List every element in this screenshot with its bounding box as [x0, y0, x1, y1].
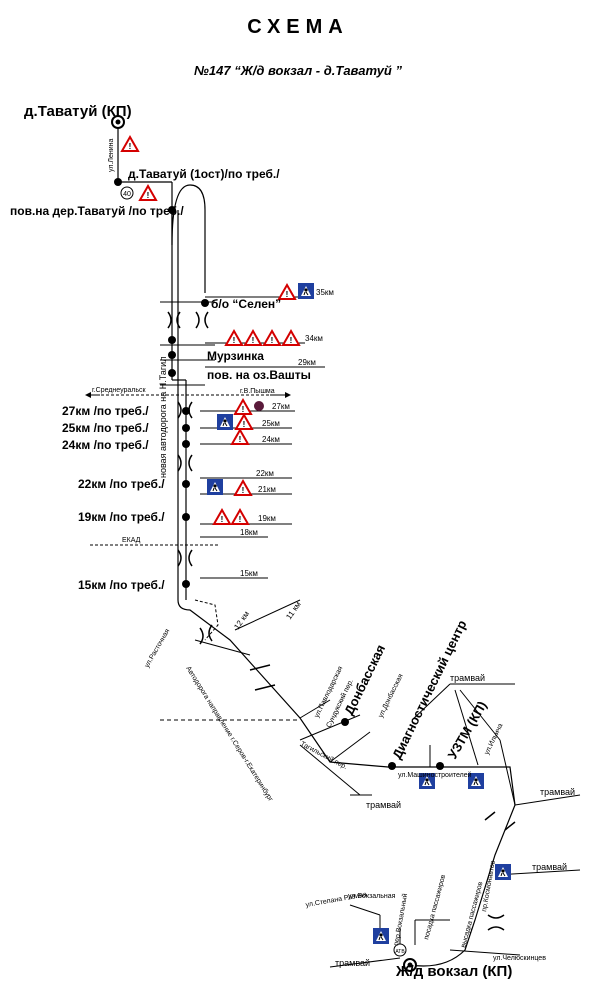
warning-signs	[121, 136, 300, 525]
tram-label-4: трамвай	[532, 862, 567, 872]
street-mashinostr: ул.Машиностроителей	[398, 771, 472, 779]
street-per-vokzalny: пер.Вокзальный	[392, 893, 409, 947]
overpass-marks	[167, 311, 516, 931]
km-mark-34: 34км	[305, 334, 323, 343]
alighting-label: высадка пассажиров	[460, 881, 484, 949]
km-mark-18: 18км	[240, 528, 258, 537]
km-mark-27: 27км	[272, 402, 290, 411]
km-mark-29: 29км	[298, 358, 316, 367]
stop-label-9: 22км /по треб./	[78, 477, 165, 491]
km-mark-21: 21км	[258, 485, 276, 494]
street-chelyusk: ул.Челюскинцев	[493, 955, 546, 962]
street-vokzalnaya: ул.Вокзальная	[348, 893, 396, 900]
route-name: №147 “Ж/д вокзал - д.Таватуй ”	[194, 63, 402, 78]
stop-label-3: б/о “Селен”	[211, 297, 281, 311]
street-highway: новая автодорога на Н.Тагил	[158, 357, 168, 478]
street-serov: Автодорога направление г.Серов-г.Екатери…	[184, 665, 275, 803]
km-mark-35: 35км	[316, 288, 334, 297]
street-ekad: ЕКАД	[122, 537, 141, 544]
terminal-start-label: д.Таватуй (КП)	[24, 103, 132, 120]
stop-label-8: 24км /по треб./	[62, 438, 149, 452]
street-tagil-per: Тагильский пер.	[299, 740, 349, 771]
route-line	[117, 122, 516, 967]
stop-label-4: Мурзинка	[207, 349, 264, 363]
km-mark-25: 25км	[262, 419, 280, 428]
stop-label-1: д.Таватуй (1ост)/по треб./	[128, 167, 280, 181]
stop-label-5: пов. на оз.Вашты	[207, 368, 311, 382]
stop-label-6: 27км /по треб./	[62, 404, 149, 418]
tram-label-5: трамвай	[335, 958, 370, 968]
stop-label-10: 19км /по треб./	[78, 510, 165, 524]
street-ilicha: ул.Ильича	[484, 723, 505, 756]
street-rastochnaya: ул.Расточная	[144, 628, 172, 669]
stop-label-7: 25км /по треб./	[62, 421, 149, 435]
speed-limit-sign: 40	[123, 191, 131, 198]
pedestrian-crossing-signs	[206, 282, 512, 945]
terminal-end-label: Ж/д вокзал (КП)	[395, 963, 512, 980]
bus-station-sign: ATB	[395, 949, 405, 955]
km-mark-22: 22км	[256, 469, 274, 478]
street-donbasskaya: ул.Донбасская	[377, 672, 405, 718]
map-title: СХЕМА	[247, 16, 348, 38]
street-vpyshma: г.В.Пышма	[240, 388, 275, 395]
km-mark-15: 15км	[240, 569, 258, 578]
km-mark-11: 11 км	[284, 600, 303, 621]
street-sredneuralsk: г.Среднеуральск	[92, 387, 147, 394]
stop-markers	[111, 115, 444, 972]
stop-label-11: 15км /по треб./	[78, 578, 165, 592]
street-stepana: ул.Степана Разина	[305, 891, 367, 909]
tram-label-3: трамвай	[540, 787, 575, 797]
km-mark-24: 24км	[262, 435, 280, 444]
km-mark-19: 19км	[258, 514, 276, 523]
no-stop-sign-icon	[254, 401, 264, 411]
stop-label-2: пов.на дер.Таватуй /по треб./	[10, 204, 184, 218]
boarding-label: посадка пассажиров	[423, 874, 447, 941]
km-mark-12: 12 км	[232, 609, 251, 631]
street-lenina: ул.Ленина	[108, 138, 115, 172]
tram-label-2: трамвай	[366, 800, 401, 810]
tram-label-1: трамвай	[450, 673, 485, 683]
